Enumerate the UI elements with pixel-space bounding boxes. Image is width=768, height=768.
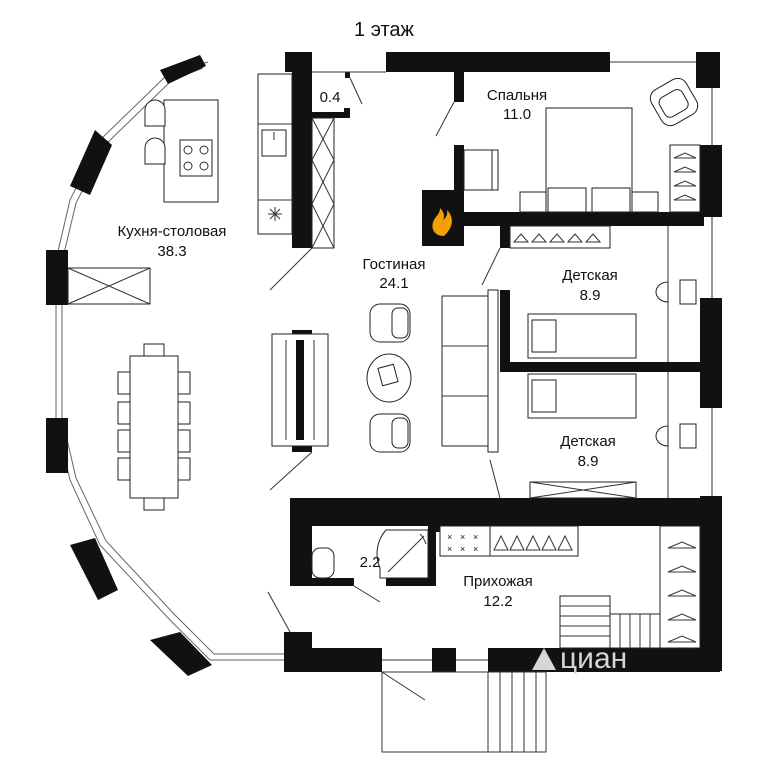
svg-text:×: ×: [447, 532, 452, 542]
watermark-text: циан: [560, 642, 627, 675]
kids-room-2-furniture: [527, 373, 697, 499]
svg-text:×: ×: [473, 544, 478, 554]
glass-partition: [271, 333, 329, 447]
bathroom-fixtures: [311, 529, 429, 579]
kitchen-island: [144, 99, 219, 203]
hall-furniture: × × × × × ×: [439, 525, 701, 649]
floor-title: 1 этаж: [354, 19, 415, 41]
hanger-icon: [512, 233, 602, 243]
hanger-icon: [673, 152, 697, 201]
svg-text:×: ×: [460, 532, 465, 542]
room-name-kids-2: Детская: [560, 433, 616, 450]
room-area-hall: 12.2: [483, 593, 512, 610]
room-name-living: Гостиная: [363, 256, 426, 273]
staircase: [559, 595, 661, 649]
kitchen-cabinets: [257, 73, 335, 249]
doors: [267, 77, 501, 701]
partition-lines: [312, 61, 713, 661]
fire-icon: [432, 208, 452, 236]
bedroom-furniture: [463, 77, 701, 213]
room-area-bedroom: 11.0: [503, 106, 531, 123]
window-bench: [67, 267, 151, 305]
closet-area: 0.4: [320, 89, 341, 106]
room-name-kids-1: Детская: [562, 267, 618, 284]
room-area-kids-2: 8.9: [578, 453, 599, 470]
room-name-bedroom: Спальня: [487, 87, 547, 104]
svg-text:×: ×: [447, 544, 452, 554]
bath-area: 2.2: [360, 554, 381, 571]
dining-table: [117, 343, 191, 511]
room-area-kids-1: 8.9: [580, 287, 601, 304]
hanger-icon: [667, 541, 697, 643]
living-furniture: [366, 289, 499, 453]
room-area-living: 24.1: [379, 275, 408, 292]
stove-icon: × × × × × ×: [447, 532, 478, 554]
room-name-hall: Прихожая: [463, 573, 533, 590]
kids-room-1-furniture: [509, 225, 697, 359]
room-name-kitchen: Кухня-столовая: [118, 223, 227, 240]
svg-text:×: ×: [460, 544, 465, 554]
watermark-logo: циан: [532, 642, 627, 675]
armchair: [649, 77, 699, 127]
room-area-kitchen: 38.3: [157, 243, 186, 260]
entrance-porch: [381, 671, 547, 753]
snowflake-icon: [268, 207, 282, 221]
svg-text:×: ×: [473, 532, 478, 542]
hanger-icon: [493, 534, 573, 551]
